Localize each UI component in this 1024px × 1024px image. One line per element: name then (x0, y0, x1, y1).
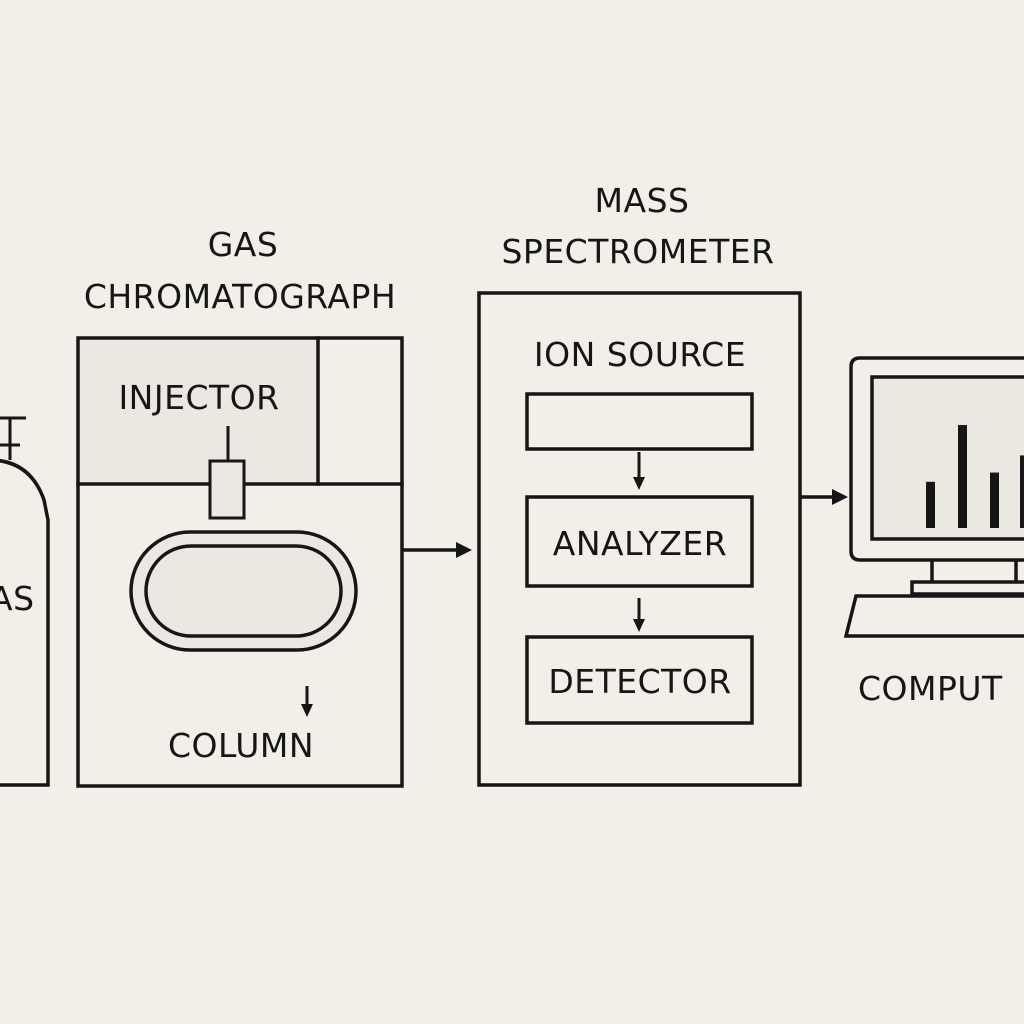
injector-label: INJECTOR (118, 378, 279, 417)
ms-outer-box (477, 291, 802, 787)
ms-title-line1: MASS (595, 181, 690, 220)
column-label: COLUMN (168, 726, 314, 765)
arrow-icon (402, 542, 472, 558)
ion-source-label: ION SOURCE (534, 335, 746, 374)
column-arrow-icon (301, 686, 313, 717)
injector-panel (80, 340, 317, 483)
screen-bar (926, 481, 935, 528)
arrow-icon (633, 598, 645, 632)
keyboard-icon (843, 594, 1024, 638)
detector-label: DETECTOR (548, 662, 731, 701)
analyzer-box (525, 495, 754, 588)
gc-unit (76, 336, 404, 788)
analyzer-label: ANALYZER (553, 524, 727, 563)
ms-title-line2: SPECTROMETER (501, 232, 774, 271)
column-coil-icon (129, 530, 358, 652)
computer-label: COMPUT (858, 669, 1003, 708)
arrow-icon (800, 489, 848, 505)
gas-cylinder-label: AS (0, 579, 35, 618)
screen-bar (1020, 455, 1024, 528)
bar-chart-icon (926, 425, 1024, 528)
detector-box (525, 635, 754, 725)
screen-bar (990, 472, 999, 528)
injector-port-icon (208, 426, 246, 520)
gc-title-line2: CHROMATOGRAPH (84, 277, 396, 316)
arrow-icon (633, 452, 645, 490)
gc-title-line1: GAS (208, 225, 279, 264)
ion-source-box (525, 392, 754, 451)
monitor-icon (849, 356, 1024, 596)
gc-outer-box (76, 336, 404, 788)
gas-cylinder-icon (0, 416, 50, 787)
screen-bar (958, 425, 967, 528)
